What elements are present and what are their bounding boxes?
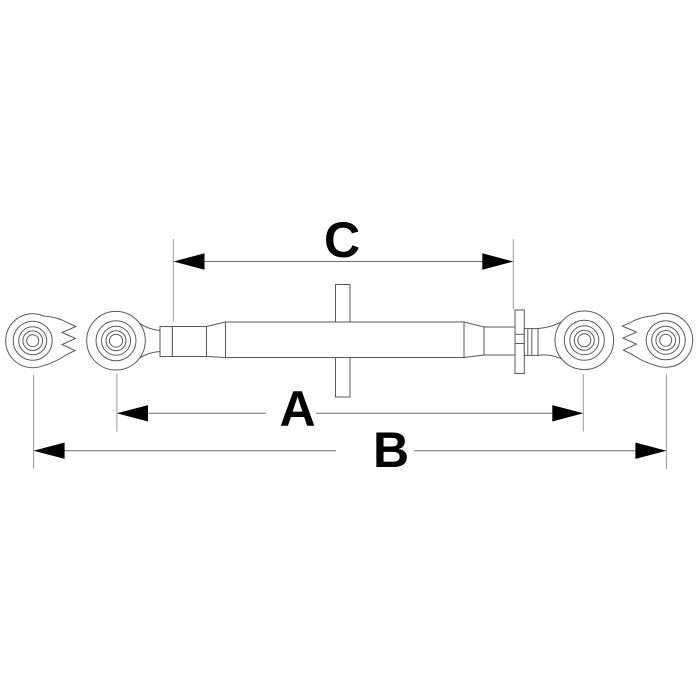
- break-mask-left: [44, 316, 76, 366]
- ball-ring: [101, 325, 131, 356]
- arrowhead-c-left-icon: [173, 253, 205, 270]
- dimension-arrowheads: [33, 253, 667, 459]
- dimension-label-a: A: [279, 381, 315, 437]
- threaded-rod-right: [483, 326, 516, 356]
- dimension-label-b: B: [373, 422, 409, 478]
- ball-ring: [22, 330, 44, 352]
- ball-ring: [573, 329, 595, 351]
- turnbuckle-tube: [225, 321, 465, 358]
- break-edge-left: [43, 315, 78, 366]
- ball-joint-housing-left: [86, 310, 146, 371]
- ball-bore: [109, 333, 123, 348]
- break-edge-right: [621, 315, 655, 366]
- arrowhead-a-left-icon: [117, 405, 148, 422]
- part-outlines: [5, 284, 694, 398]
- tube-taper-left: [206, 321, 226, 359]
- ball-ring: [651, 325, 681, 355]
- ball-bore: [659, 333, 673, 347]
- ball-ring: [645, 320, 686, 361]
- ball-ring: [655, 330, 677, 351]
- ball-bore: [577, 333, 592, 348]
- ball-joint-housing-right: [554, 310, 615, 371]
- ball-bore: [26, 334, 40, 348]
- lock-flange: [514, 309, 525, 374]
- extension-lines: [33, 239, 667, 469]
- ball-ring: [569, 325, 600, 356]
- dimension-labels: C A B: [279, 212, 409, 478]
- ball-ring: [563, 319, 605, 361]
- threaded-rod-left: [171, 326, 208, 357]
- stop-collar-left: [159, 326, 173, 357]
- ball-ring: [95, 320, 137, 362]
- arrowhead-c-right-icon: [482, 253, 514, 270]
- arrowhead-b-left-icon: [33, 442, 65, 459]
- arrowhead-b-right-icon: [635, 442, 667, 459]
- ball-ring: [105, 330, 127, 352]
- tube-taper-right: [463, 321, 485, 359]
- ball-ring: [12, 320, 53, 361]
- threaded-neck-right: [523, 328, 539, 356]
- dimension-label-c: C: [324, 212, 360, 268]
- ball-ring: [18, 326, 48, 356]
- arrowhead-a-right-icon: [552, 405, 584, 422]
- break-mask-right: [622, 315, 655, 366]
